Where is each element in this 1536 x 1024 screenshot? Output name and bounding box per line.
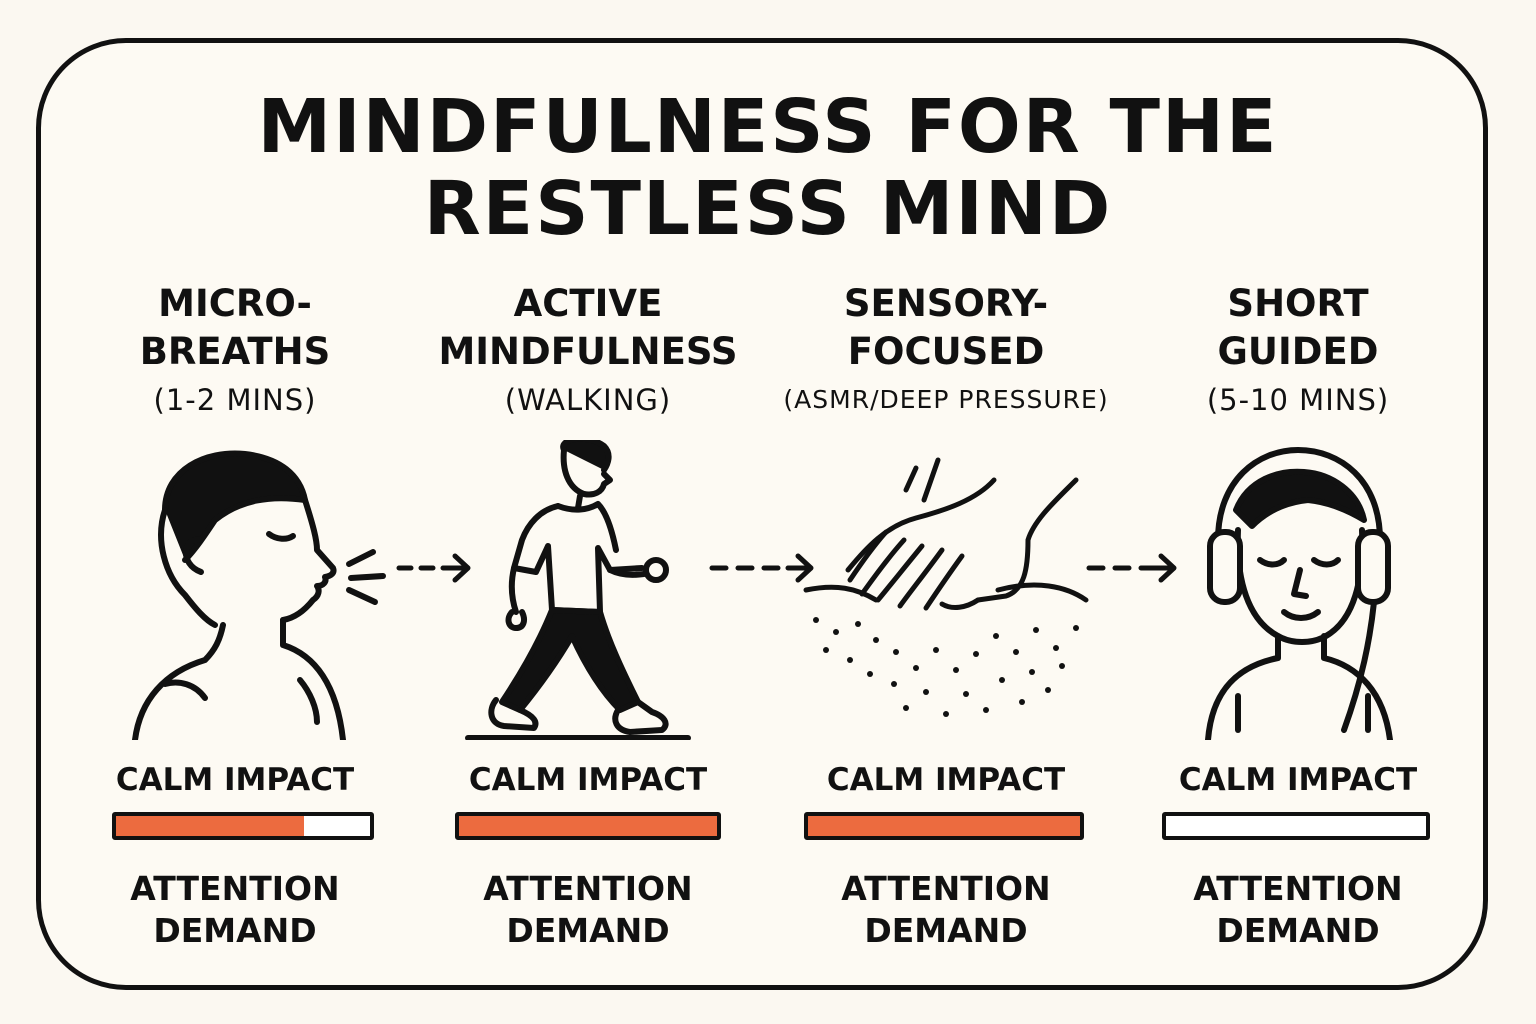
calm-impact-bar: [1162, 812, 1430, 840]
calm-impact-bar-fill: [116, 816, 304, 836]
title-line-1: MINDFULNESS FOR THE: [257, 84, 1279, 170]
calm-impact-label: CALM IMPACT: [468, 762, 708, 798]
method-name-line-1: ACTIVE: [513, 282, 663, 325]
arrow-right-icon: [709, 553, 814, 583]
calm-impact-bar-fill: [808, 816, 1080, 836]
attention-label-line-1: ATTENTION: [1193, 869, 1403, 908]
breathing-person-icon: [132, 450, 386, 740]
method-label: SENSORY- FOCUSED (ASMR/DEEP PRESSURE): [766, 280, 1126, 424]
walking-person-icon: [465, 440, 691, 740]
method-name-line-2: GUIDED: [1217, 330, 1379, 373]
title-line-2: RESTLESS MIND: [423, 166, 1113, 252]
method-detail: (1-2 MINS): [153, 383, 317, 417]
method-name-line-2: MINDFULNESS: [438, 330, 738, 373]
calm-impact-label: CALM IMPACT: [1178, 762, 1418, 798]
method-micro-breaths: MICRO- BREATHS (1-2 MINS) CALM IMPACT AT…: [55, 280, 415, 970]
attention-label-line-1: ATTENTION: [841, 869, 1051, 908]
attention-label-line-1: ATTENTION: [130, 869, 340, 908]
attention-label-line-1: ATTENTION: [483, 869, 693, 908]
attention-demand-label: ATTENTION DEMAND: [1118, 868, 1478, 952]
attention-label-line-2: DEMAND: [153, 911, 317, 950]
method-name-line-1: SHORT: [1227, 282, 1369, 325]
calm-impact-bar: [455, 812, 721, 840]
calm-impact-label: CALM IMPACT: [826, 762, 1066, 798]
page-title: MINDFULNESS FOR THE RESTLESS MIND: [0, 86, 1536, 250]
arrow-right-icon: [396, 553, 471, 583]
method-detail: (5-10 MINS): [1206, 383, 1390, 417]
method-name-line-2: BREATHS: [139, 330, 331, 373]
sand-dots-icon: [813, 617, 1079, 717]
headphones-person-icon: [1205, 447, 1393, 740]
attention-label-line-2: DEMAND: [1216, 911, 1380, 950]
calm-impact-bar: [112, 812, 374, 840]
attention-demand-label: ATTENTION DEMAND: [766, 868, 1126, 952]
method-detail: (WALKING): [504, 383, 672, 417]
hand-touching-sand-icon: [803, 457, 1089, 611]
calm-impact-bar: [804, 812, 1084, 840]
calm-impact-label: CALM IMPACT: [115, 762, 355, 798]
attention-label-line-2: DEMAND: [506, 911, 670, 950]
method-name-line-2: FOCUSED: [847, 330, 1045, 373]
method-name-line-1: SENSORY-: [843, 282, 1049, 325]
method-name-line-1: MICRO-: [158, 282, 312, 325]
method-active-mindfulness: ACTIVE MINDFULNESS (WALKING) CALM IMPACT…: [408, 280, 768, 970]
attention-demand-label: ATTENTION DEMAND: [408, 868, 768, 952]
method-label: SHORT GUIDED (5-10 MINS): [1118, 280, 1478, 424]
attention-demand-label: ATTENTION DEMAND: [55, 868, 415, 952]
calm-impact-bar-fill: [459, 816, 717, 836]
method-detail: (ASMR/DEEP PRESSURE): [783, 385, 1109, 414]
attention-label-line-2: DEMAND: [864, 911, 1028, 950]
arrow-right-icon: [1086, 553, 1177, 583]
method-sensory-focused: SENSORY- FOCUSED (ASMR/DEEP PRESSURE) CA…: [766, 280, 1126, 970]
method-short-guided: SHORT GUIDED (5-10 MINS) CALM IMPACT ATT…: [1118, 280, 1478, 970]
method-label: ACTIVE MINDFULNESS (WALKING): [408, 280, 768, 424]
method-label: MICRO- BREATHS (1-2 MINS): [55, 280, 415, 424]
